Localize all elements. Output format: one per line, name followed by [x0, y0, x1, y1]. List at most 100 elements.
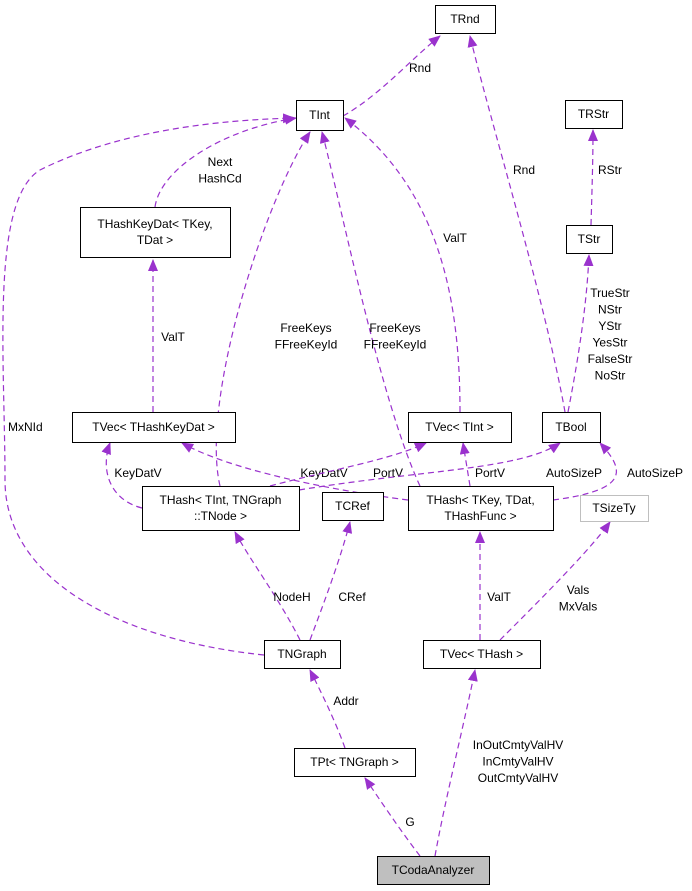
edge-label: AutoSizeP — [546, 466, 602, 480]
node-thash_tint[interactable]: THash< TInt, TNGraph::TNode > — [142, 486, 300, 531]
node-tstr[interactable]: TStr — [566, 225, 613, 254]
node-label: TInt — [309, 108, 330, 122]
node-box — [580, 495, 649, 522]
node-tngraph[interactable]: TNGraph — [264, 640, 341, 669]
node-thash_tkey[interactable]: THash< TKey, TDat,THashFunc > — [408, 486, 554, 531]
edge-line — [309, 669, 346, 749]
edge-label: MxVals — [559, 600, 597, 614]
edge-line — [309, 521, 353, 641]
edge-label: G — [405, 815, 414, 829]
edge-line — [587, 129, 598, 226]
node-tsizety[interactable]: TSizeTy — [580, 495, 649, 522]
edge-label: Rnd — [409, 61, 431, 75]
edge-thash_tint-to-tvec_hkd: KeyDatV — [101, 442, 162, 509]
edge-label: YStr — [598, 319, 621, 333]
edge-tvec_hkd-to-thashkeydat: ValT — [148, 259, 186, 412]
edge-label: NStr — [598, 303, 622, 317]
edge-label: YesStr — [593, 336, 628, 350]
edge-line — [499, 521, 611, 641]
edge-label: OutCmtyValHV — [478, 771, 558, 785]
node-tbool[interactable]: TBool — [542, 412, 601, 443]
node-box — [142, 486, 300, 531]
edge-line — [2, 113, 295, 656]
node-tvec_hkd[interactable]: TVec< THashKeyDat > — [72, 412, 236, 443]
node-box — [435, 5, 496, 34]
edge-line — [154, 114, 297, 208]
node-box — [72, 412, 236, 443]
node-label: TBool — [555, 420, 586, 434]
node-label: TPt< TNGraph > — [310, 755, 398, 769]
node-thashkeydat[interactable]: THashKeyDat< TKey,TDat > — [80, 207, 231, 258]
edge-label: ValT — [161, 330, 185, 344]
node-trstr[interactable]: TRStr — [565, 100, 623, 129]
edge-line — [269, 442, 427, 487]
node-label: TVec< THash > — [440, 647, 523, 661]
edge-label: Rnd — [513, 163, 535, 177]
node-box — [542, 412, 601, 443]
node-label: TStr — [578, 232, 601, 246]
edge-label: Vals — [567, 583, 589, 597]
edge-thash_tint-to-tbool: AutoSizeP — [298, 442, 602, 491]
edge-label: Addr — [333, 694, 358, 708]
node-box — [566, 225, 613, 254]
node-label: TCRef — [335, 499, 370, 513]
node-box — [264, 640, 341, 669]
edge-label: PortV — [475, 466, 505, 480]
edge-line — [567, 254, 594, 413]
edge-line — [215, 131, 311, 487]
edge-line — [434, 669, 478, 857]
edge-line — [364, 777, 421, 857]
node-label: TVec< TInt > — [425, 420, 493, 434]
edge-label: NoStr — [595, 369, 626, 383]
node-label: TNGraph — [277, 647, 326, 661]
edge-tvec_thash-to-thash_tkey: ValT — [475, 531, 512, 640]
node-trnd[interactable]: TRnd — [435, 5, 496, 34]
edge-label: FFreeKeyId — [275, 338, 338, 352]
node-box — [423, 640, 541, 669]
node-label: TRnd — [450, 12, 479, 26]
edge-label: FreeKeys — [280, 321, 331, 335]
edge-label: AutoSizeP — [627, 466, 683, 480]
edge-tstr-to-trstr: RStr — [587, 129, 622, 226]
node-label: TRStr — [578, 107, 609, 121]
node-tvec_thash[interactable]: TVec< THash > — [423, 640, 541, 669]
edge-line — [459, 442, 471, 487]
node-box — [408, 486, 554, 531]
edge-tint-to-trnd: Rnd — [342, 35, 441, 117]
node-tvec_tint[interactable]: TVec< TInt > — [408, 412, 512, 443]
node-tint[interactable]: TInt — [296, 100, 344, 131]
edge-label: CRef — [338, 590, 366, 604]
edge-label: HashCd — [198, 172, 241, 186]
node-tpt[interactable]: TPt< TNGraph > — [294, 748, 416, 777]
node-label: TDat > — [137, 233, 173, 247]
edge-line — [298, 442, 561, 491]
edge-line — [552, 442, 617, 501]
node-label: THash< TInt, TNGraph — [160, 493, 282, 507]
edge-label: RStr — [598, 163, 622, 177]
node-label: TCodaAnalyzer — [392, 863, 475, 877]
edge-line — [319, 131, 421, 487]
node-box — [565, 100, 623, 129]
node-box — [377, 856, 490, 885]
edge-thash_tkey-to-tbool: AutoSizeP — [552, 442, 683, 501]
edge-tngraph-to-tint: MxNId — [2, 113, 295, 656]
edge-label: FreeKeys — [369, 321, 420, 335]
edge-label: NodeH — [273, 590, 310, 604]
node-tcref[interactable]: TCRef — [322, 492, 384, 521]
edge-label: TrueStr — [590, 286, 630, 300]
edge-label: KeyDatV — [114, 466, 161, 480]
edge-tngraph-to-tcref: CRef — [309, 521, 366, 641]
node-box — [408, 412, 512, 443]
edge-label: ValT — [443, 231, 467, 245]
edge-thash_tkey-to-tvec_tint: PortV — [459, 442, 505, 487]
node-tcoda[interactable]: TCodaAnalyzer — [377, 856, 490, 885]
edge-label: FalseStr — [588, 352, 633, 366]
edge-label: ValT — [487, 590, 511, 604]
edge-line — [101, 442, 143, 509]
node-box — [296, 100, 344, 131]
edge-label: InOutCmtyValHV — [473, 738, 563, 752]
